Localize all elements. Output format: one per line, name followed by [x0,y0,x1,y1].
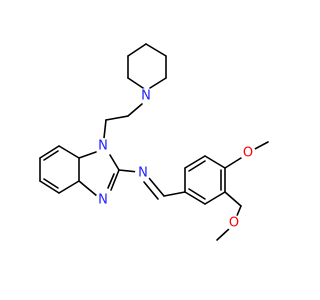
bond [105,115,129,121]
bond [224,191,242,207]
atom-mask [138,88,154,104]
bond [58,180,80,194]
bond [43,178,59,189]
bonds [39,43,269,241]
bond [184,191,206,205]
bond [103,119,107,139]
bond [184,155,206,169]
imidazole-n1-label: N [98,139,108,154]
bond [127,43,147,57]
bond [127,103,143,117]
atom-labels: N N N N O O [95,88,256,231]
molecule-structure: N N N N O O [39,43,269,241]
bond [127,77,147,91]
bond [204,155,226,169]
bond [78,180,98,197]
bond [39,145,60,159]
atom-mask [95,138,111,154]
bond [149,77,167,89]
bond [143,181,159,200]
methoxy-oxygen-2-label: O [229,216,239,231]
bond [216,227,231,241]
bond [39,180,60,194]
bond [204,191,226,205]
bond [109,154,120,171]
bond [148,177,165,197]
methoxy-oxygen-1-label: O [243,146,253,161]
bond [107,173,115,189]
structure-canvas: N N N N O O [39,43,269,241]
imidazole-n3-label: N [98,193,108,208]
bond [188,188,206,200]
bond [110,169,120,191]
bond [43,150,59,161]
atom-mask [135,165,151,181]
bond [118,169,139,173]
bond [188,160,206,172]
bond [58,145,80,159]
bond [78,151,97,159]
piperidine-nitrogen-label: N [141,89,151,104]
imine-nitrogen-label: N [138,166,148,181]
bond [252,141,269,151]
bond [224,157,242,169]
atom-mask [240,145,256,161]
atom-mask [226,215,242,231]
bond [145,43,167,57]
bond [163,191,186,197]
atom-mask [95,192,111,208]
